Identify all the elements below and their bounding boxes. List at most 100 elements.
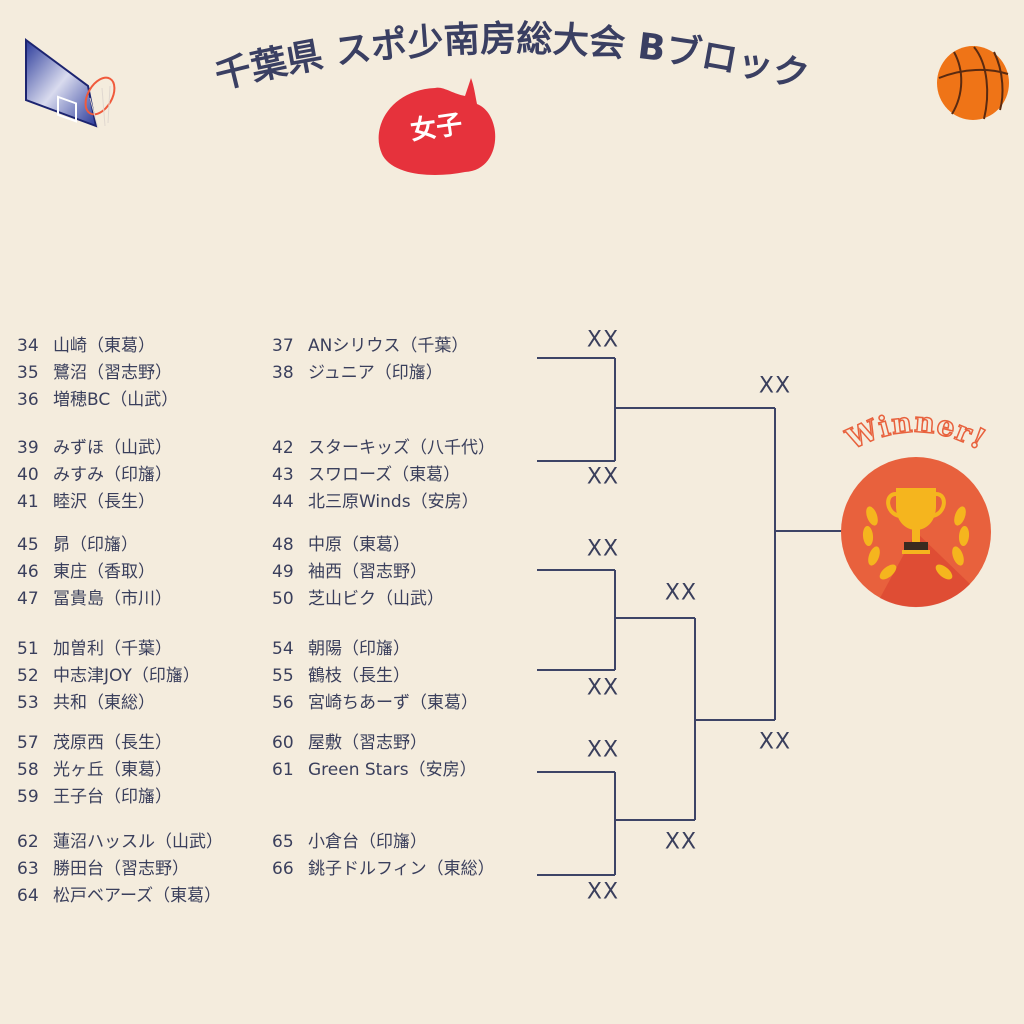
team-number: 66 — [272, 859, 294, 879]
match-result: XX — [586, 536, 620, 562]
basketball-hoop-icon — [25, 38, 116, 129]
match-result: XX — [586, 464, 620, 490]
team-name: 共和（東総） — [53, 693, 155, 713]
team-name: 松戸ベアーズ（東葛） — [53, 886, 222, 906]
team-name: 屋敷（習志野） — [308, 733, 427, 753]
team-name: スターキッズ（八千代） — [308, 438, 495, 458]
team-name: 鶴枝（長生） — [308, 666, 410, 686]
team-entry: 64 松戸ベアーズ（東葛） — [17, 883, 221, 910]
basketball-icon — [937, 46, 1009, 120]
team-name: 茂原西（長生） — [53, 733, 172, 753]
winner-label: Winner! — [840, 405, 992, 457]
page-title: 千葉県 スポ少南房総大会 Bブロック — [211, 19, 813, 98]
team-entry: 41 睦沢（長生） — [17, 489, 155, 516]
team-entry: 47 冨貴島（市川） — [17, 586, 172, 613]
match-result: XX — [586, 675, 620, 701]
team-number: 65 — [272, 832, 294, 852]
svg-text:Winner!: Winner! — [840, 406, 991, 457]
team-name: 中原（東葛） — [308, 535, 410, 555]
team-number: 60 — [272, 733, 294, 753]
team-name: 北三原Winds（安房） — [308, 492, 479, 512]
team-number: 63 — [17, 859, 39, 879]
team-name: 加曽利（千葉） — [53, 639, 172, 659]
match-result: XX — [586, 327, 620, 353]
team-number: 35 — [17, 363, 39, 383]
team-entry: 56 宮崎ちあーず（東葛） — [272, 690, 478, 717]
team-number: 47 — [17, 589, 39, 609]
team-number: 62 — [17, 832, 39, 852]
team-number: 36 — [17, 390, 39, 410]
team-entry: 48 中原（東葛） — [272, 532, 410, 559]
team-entry: 45 昴（印旛） — [17, 532, 138, 559]
team-number: 48 — [272, 535, 294, 555]
team-number: 64 — [17, 886, 39, 906]
team-name: ジュニア（印旛） — [308, 363, 443, 383]
team-name: スワローズ（東葛） — [308, 465, 461, 485]
team-entry: 52 中志津JOY（印旛） — [17, 663, 200, 690]
team-entry: 36 増穂BC（山武） — [17, 387, 178, 414]
team-name: 中志津JOY（印旛） — [53, 666, 200, 686]
team-number: 52 — [17, 666, 39, 686]
team-number: 44 — [272, 492, 294, 512]
team-number: 40 — [17, 465, 39, 485]
team-entry: 55 鶴枝（長生） — [272, 663, 410, 690]
team-name: 冨貴島（市川） — [53, 589, 172, 609]
team-entry: 44 北三原Winds（安房） — [272, 489, 479, 516]
trophy-icon — [886, 488, 946, 554]
team-entry: 51 加曽利（千葉） — [17, 636, 172, 663]
team-entry: 59 王子台（印旛） — [17, 784, 172, 811]
team-number: 56 — [272, 693, 294, 713]
team-entry: 66 銚子ドルフィン（東総） — [272, 856, 495, 883]
team-entry: 38 ジュニア（印旛） — [272, 360, 443, 387]
team-name: 増穂BC（山武） — [53, 390, 179, 410]
team-number: 34 — [17, 336, 39, 356]
team-name: 王子台（印旛） — [53, 787, 172, 807]
team-number: 55 — [272, 666, 294, 686]
team-name: 蓮沼ハッスル（山武） — [53, 832, 223, 852]
team-name: 睦沢（長生） — [53, 492, 155, 512]
team-name: 山崎（東葛） — [53, 336, 155, 356]
team-number: 38 — [272, 363, 294, 383]
team-entry: 39 みずほ（山武） — [17, 435, 172, 462]
team-name: 銚子ドルフィン（東総） — [308, 859, 495, 879]
team-number: 39 — [17, 438, 39, 458]
match-result: XX — [664, 580, 698, 606]
match-result: XX — [664, 829, 698, 855]
team-number: 50 — [272, 589, 294, 609]
team-number: 37 — [272, 336, 294, 356]
team-entry: 42 スターキッズ（八千代） — [272, 435, 495, 462]
match-result: XX — [758, 729, 792, 755]
speech-bubble-badge — [378, 78, 496, 175]
team-name: 昴（印旛） — [53, 535, 138, 555]
team-name: ANシリウス（千葉） — [308, 336, 469, 356]
team-number: 41 — [17, 492, 39, 512]
team-name: 宮崎ちあーず（東葛） — [308, 693, 478, 713]
team-name: 東庄（香取） — [53, 562, 155, 582]
team-number: 57 — [17, 733, 39, 753]
team-number: 49 — [272, 562, 294, 582]
team-name: みずほ（山武） — [53, 438, 172, 458]
team-number: 45 — [17, 535, 39, 555]
team-number: 51 — [17, 639, 39, 659]
team-number: 59 — [17, 787, 39, 807]
team-number: 42 — [272, 438, 294, 458]
team-name: 光ヶ丘（東葛） — [53, 760, 172, 780]
team-entry: 57 茂原西（長生） — [17, 730, 172, 757]
team-number: 58 — [17, 760, 39, 780]
team-entry: 58 光ヶ丘（東葛） — [17, 757, 172, 784]
match-result: XX — [586, 879, 620, 905]
winner-circle — [841, 457, 991, 608]
winner-label-text: Winner! — [840, 405, 992, 457]
team-name: Green Stars（安房） — [308, 760, 477, 780]
